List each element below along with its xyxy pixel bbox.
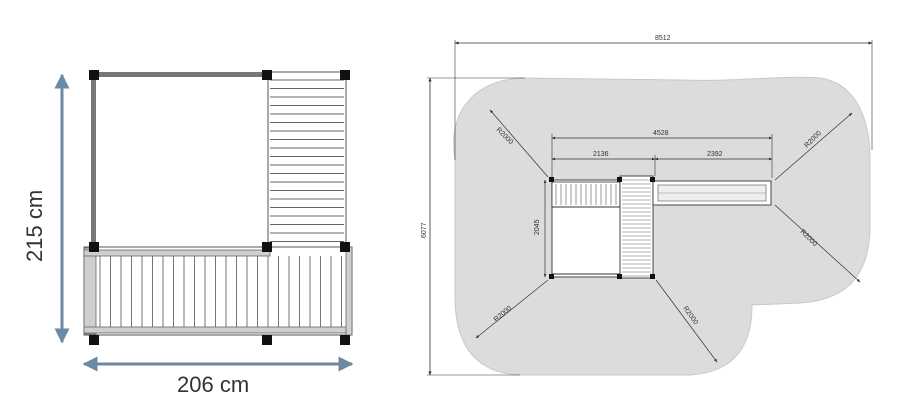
tower-slats xyxy=(622,179,651,277)
structure-balusters xyxy=(555,184,617,205)
post-mid-middle xyxy=(262,242,272,252)
lower-rail-left xyxy=(83,247,97,335)
lower-deck xyxy=(83,246,353,336)
right-plan: 8512 6077 4528 2136 2392 2045 xyxy=(421,35,873,376)
height-label: 215 cm xyxy=(22,190,47,262)
safety-zone xyxy=(453,76,871,376)
lower-rail-bottom xyxy=(83,326,353,334)
rp-post-4 xyxy=(549,274,554,279)
post-mid-right xyxy=(340,242,350,252)
radius-line-bottom-right xyxy=(655,279,718,363)
radius-line-bottom-left xyxy=(475,279,549,339)
deck-balusters xyxy=(99,256,342,327)
structure-width-label: 4528 xyxy=(653,130,669,137)
overall-height-label: 6077 xyxy=(421,222,428,238)
lower-rail-top xyxy=(83,249,271,257)
post-bottom-middle xyxy=(262,335,272,345)
radius-line-top-right xyxy=(774,112,853,181)
post-top-right xyxy=(340,70,350,80)
post-top-middle xyxy=(262,70,272,80)
left-plan: 215 cm 206 cm xyxy=(22,70,354,397)
rp-post-1 xyxy=(549,177,554,182)
structure-depth-label: 2045 xyxy=(534,219,541,235)
rp-post-3 xyxy=(650,177,655,182)
rp-post-2 xyxy=(617,177,622,182)
post-mid-left xyxy=(89,242,99,252)
segment-right-label: 2392 xyxy=(707,151,723,158)
post-bottom-left xyxy=(89,335,99,345)
ladder-deck xyxy=(267,71,347,248)
segment-left-label: 2136 xyxy=(593,151,609,158)
overall-width-label: 8512 xyxy=(655,35,671,42)
radius-line-right xyxy=(774,204,861,283)
left-beam xyxy=(91,75,96,247)
post-top-left xyxy=(89,70,99,80)
radius-line-top-left xyxy=(489,109,549,178)
rp-post-5 xyxy=(617,274,622,279)
ladder-slats xyxy=(270,79,344,242)
lower-rail-right xyxy=(345,246,353,336)
top-beam xyxy=(94,72,268,77)
tower-ladder xyxy=(619,175,654,279)
post-bottom-right xyxy=(340,335,350,345)
rp-post-6 xyxy=(650,274,655,279)
width-label: 206 cm xyxy=(177,372,249,397)
